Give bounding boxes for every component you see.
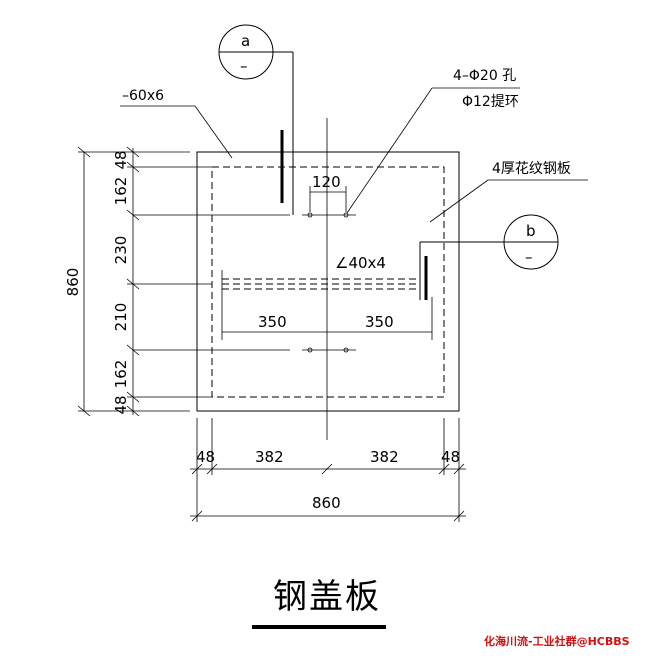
- checker-plate-label: 4厚花纹钢板: [492, 161, 571, 177]
- inner-frame-dashed: [211, 166, 445, 398]
- section-b-label: b: [526, 222, 536, 240]
- chain-tick-411: [126, 405, 140, 417]
- section-a-label: a: [241, 32, 250, 50]
- flat-bar-label: –60x6: [122, 88, 164, 104]
- watermark: 化海川流-工业社群@HCBBS: [484, 634, 630, 648]
- chain-tick-215: [126, 209, 140, 221]
- checker-plate-leader-d: [429, 179, 489, 223]
- section-b-sub: –: [525, 248, 533, 266]
- section-a-sub: –: [240, 57, 248, 75]
- dim-350-left-text: 350: [258, 313, 287, 331]
- left-48-bottom-text: 48: [112, 395, 130, 414]
- chain-tick-350: [126, 344, 140, 356]
- bottom-382-right-text: 382: [370, 448, 399, 466]
- flat-bar-leader-d: [194, 105, 233, 159]
- bottom-tick-327: [321, 463, 333, 475]
- left-162-bottom-text: 162: [112, 360, 130, 389]
- chain-tick-167: [126, 161, 140, 173]
- left-230-text: 230: [112, 236, 130, 265]
- bottom-48-right-text: 48: [441, 448, 460, 466]
- dim-120-text: 120: [312, 173, 341, 191]
- left-tick-top: [77, 146, 91, 158]
- bottom-total-tick-right: [453, 510, 465, 522]
- left-48-top-text: 48: [112, 150, 130, 169]
- bottom-tick-459: [453, 463, 465, 475]
- left-total-text: 860: [64, 268, 82, 297]
- chain-tick-152: [126, 146, 140, 158]
- bottom-total-tick-left: [191, 510, 203, 522]
- bottom-48-left-text: 48: [196, 448, 215, 466]
- dim-350-right-text: 350: [365, 313, 394, 331]
- holes-label: 4–Φ20 孔: [453, 68, 516, 84]
- left-210-text: 210: [112, 303, 130, 332]
- left-tick-bottom: [77, 405, 91, 417]
- bottom-tick-212: [206, 463, 218, 475]
- drawing-title: 钢盖板: [273, 577, 381, 617]
- bottom-tick-444: [438, 463, 450, 475]
- bottom-382-left-text: 382: [255, 448, 284, 466]
- bottom-total-text: 860: [312, 494, 341, 512]
- angle-label: ∠40x4: [335, 254, 386, 272]
- holes-leader-d: [346, 87, 433, 214]
- left-162-top-text: 162: [112, 177, 130, 206]
- chain-tick-284: [126, 278, 140, 290]
- bottom-tick-197: [191, 463, 203, 475]
- lifting-ring-label: Φ12提环: [462, 94, 519, 110]
- outer-plate-outline: [196, 151, 460, 412]
- chain-tick-397: [126, 391, 140, 403]
